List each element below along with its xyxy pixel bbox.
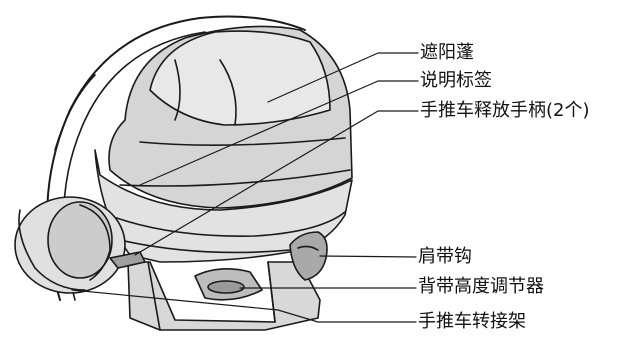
label-stroller-adapter: 手推车转接架 xyxy=(418,311,526,332)
label-canopy: 遮阳蓬 xyxy=(420,42,474,63)
height-adjuster-inner xyxy=(207,280,245,294)
leader-info-label xyxy=(139,80,419,186)
label-info-label: 说明标签 xyxy=(420,70,492,91)
canopy-fold-4 xyxy=(174,59,181,121)
shell-band xyxy=(107,211,346,237)
base-side xyxy=(147,261,161,331)
base-block xyxy=(127,261,321,331)
shoulder-belt-hook xyxy=(289,231,328,281)
leader-shoulder-hook xyxy=(319,255,417,258)
handle-grip xyxy=(54,74,96,151)
canopy-top xyxy=(149,30,331,126)
canopy-fold-3 xyxy=(219,59,237,126)
leader-canopy xyxy=(267,52,419,103)
label-shoulder-belt-height-adjuster: 背带高度调节器 xyxy=(418,276,544,297)
label-shoulder-belt-hook: 肩带钩 xyxy=(418,246,472,267)
leader-release-handle xyxy=(134,110,419,256)
shell-band-2 xyxy=(119,239,291,254)
label-stroller-release-handle: 手推车释放手柄(2个) xyxy=(420,100,590,121)
canopy-fold-1 xyxy=(139,137,346,146)
pivot-arm xyxy=(79,204,111,281)
leader-stroller-adapter xyxy=(71,289,417,323)
canopy-fold-2 xyxy=(119,169,351,187)
base-side-2 xyxy=(267,261,276,323)
pivot-hub-arm xyxy=(18,209,86,291)
stroller-release-handle xyxy=(109,251,146,269)
seat-shell xyxy=(94,149,353,263)
handle-pivot xyxy=(47,201,113,279)
